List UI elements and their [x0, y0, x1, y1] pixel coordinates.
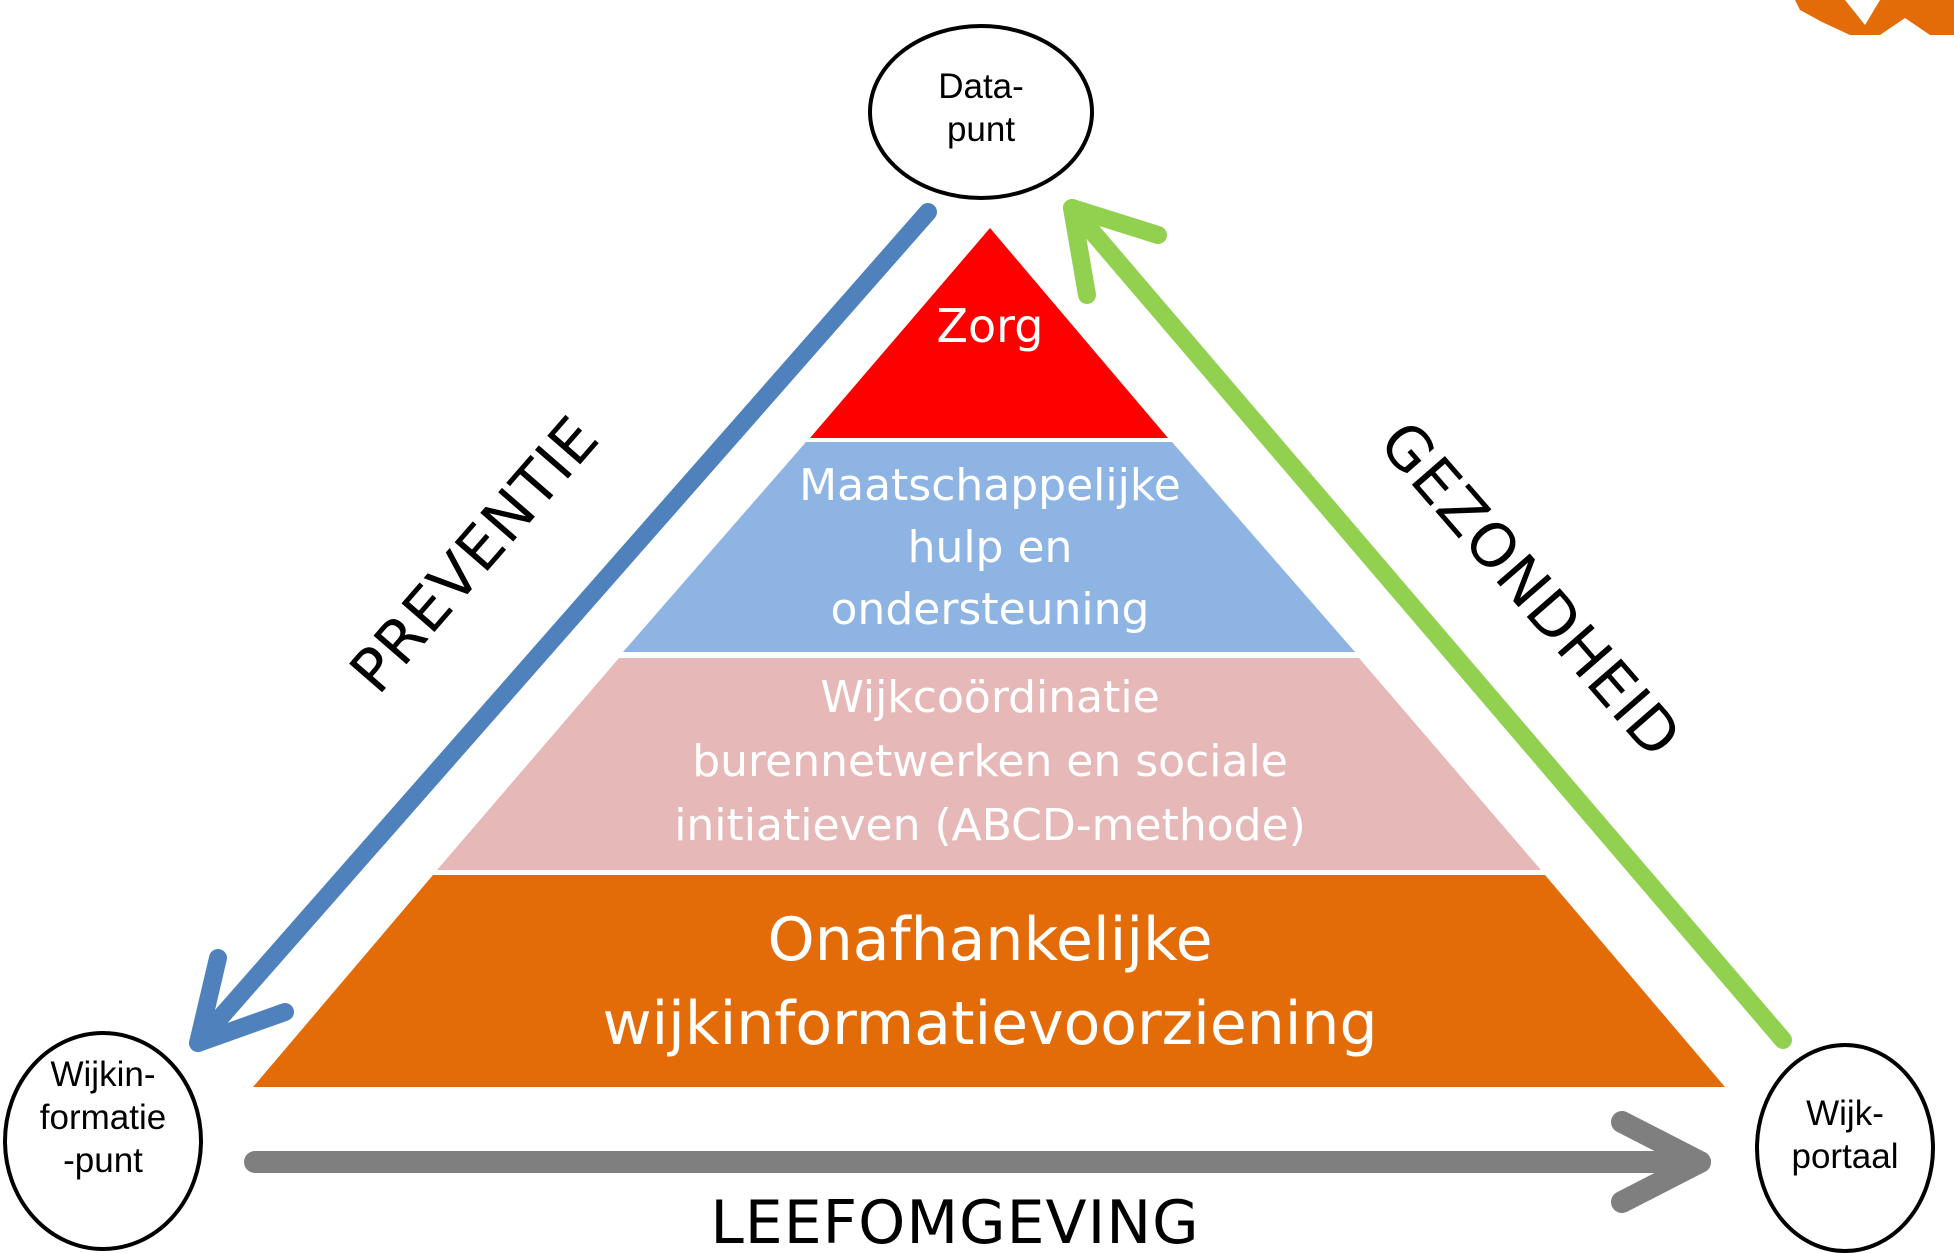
node-wijkinformatiepunt-circle — [3, 1031, 203, 1251]
layer-maatschappelijke-label: Maatschappelijke hulp en ondersteuning — [799, 460, 1181, 635]
preventie-arrow — [189, 203, 937, 1052]
node-datapunt-label: Data- punt — [938, 67, 1024, 149]
edge-leefomgeving-label: LEEFOMGEVING — [710, 1188, 1200, 1253]
layer-zorg-label: Zorg — [936, 299, 1044, 353]
layer-zorg-shape — [810, 228, 1168, 438]
node-wijkinformatiepunt-label: Wijkin- formatie -punt — [39, 1055, 167, 1180]
layer-maatschappelijke-shape — [623, 442, 1355, 652]
leefomgeving-arrow — [244, 1111, 1711, 1213]
layer-wijkinformatie-shape — [253, 875, 1725, 1087]
corner-orange-shape — [1795, 0, 1954, 35]
node-wijkportaal-label: Wijk- portaal — [1791, 1094, 1899, 1176]
gezondheid-arrow — [1063, 199, 1792, 1049]
layer-wijkinformatie-label: Onafhankelijke wijkinformatievoorziening — [602, 905, 1378, 1059]
node-datapunt-circle — [868, 24, 1094, 200]
layer-wijkcoordinatie-shape — [437, 658, 1541, 870]
node-wijkportaal-circle — [1755, 1043, 1935, 1253]
layer-wijkcoordinatie-label: Wijkcoördinatie burennetwerken en social… — [674, 672, 1306, 851]
